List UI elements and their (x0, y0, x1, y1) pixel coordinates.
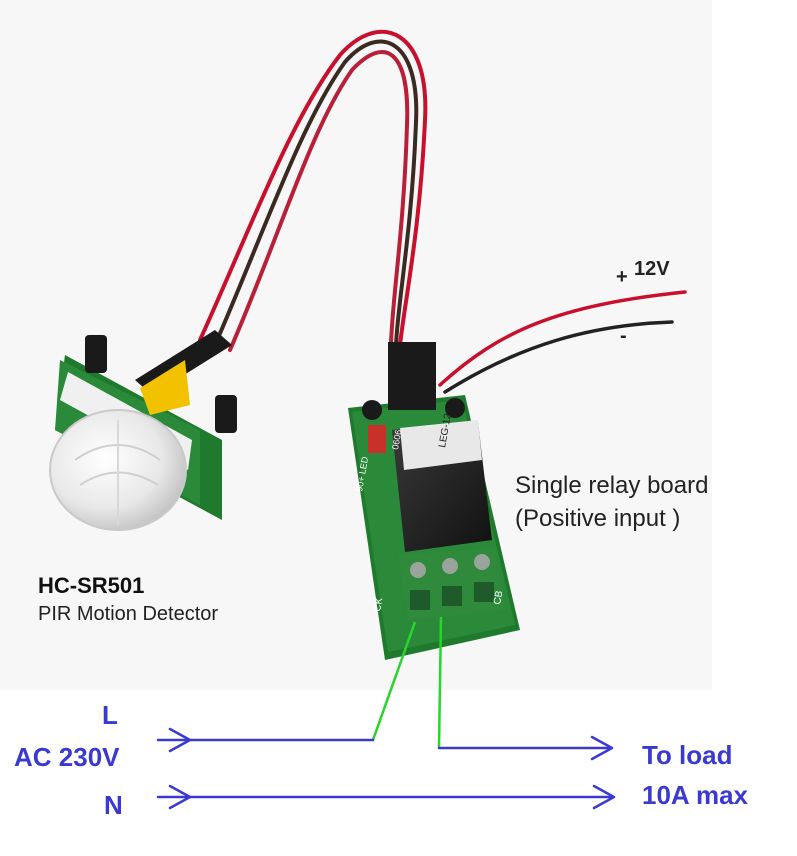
pir-sensor-module (49, 330, 237, 531)
photo-background (0, 0, 712, 690)
relay-label-line2: (Positive input ) (515, 505, 681, 532)
terminal-ck-print: CK (372, 597, 385, 613)
power-minus-label: - (620, 325, 627, 347)
load-arrow-icon (590, 735, 614, 761)
relay-board: LEG-12 0606 90+ LED CK CB (348, 342, 520, 660)
sensor-cable (198, 29, 428, 352)
terminal-cb-print: CB (492, 590, 505, 606)
power-plus-label: + (616, 266, 628, 288)
sensor-title: HC-SR501 (38, 573, 145, 598)
neutral-arrow-start-icon (168, 784, 192, 810)
board-code-print: 0606 (390, 429, 403, 450)
power-voltage-label: 12V (634, 258, 670, 280)
mains-wiring (156, 727, 616, 810)
relay-green-wires (371, 616, 443, 749)
mains-line-label: L (102, 700, 118, 730)
relay-label-line1: Single relay board (515, 472, 709, 499)
green-wire-common (371, 621, 417, 741)
mains-neutral-label: N (104, 790, 123, 820)
neutral-arrow-end-icon (592, 784, 616, 810)
load-max-label: 10A max (642, 780, 748, 810)
sensor-subtitle: PIR Motion Detector (38, 603, 219, 625)
load-to-label: To load (642, 740, 733, 770)
line-arrow-icon (168, 727, 192, 753)
mains-ac-label: AC 230V (14, 742, 120, 772)
green-wire-no (437, 616, 443, 749)
power-wires (438, 290, 687, 394)
